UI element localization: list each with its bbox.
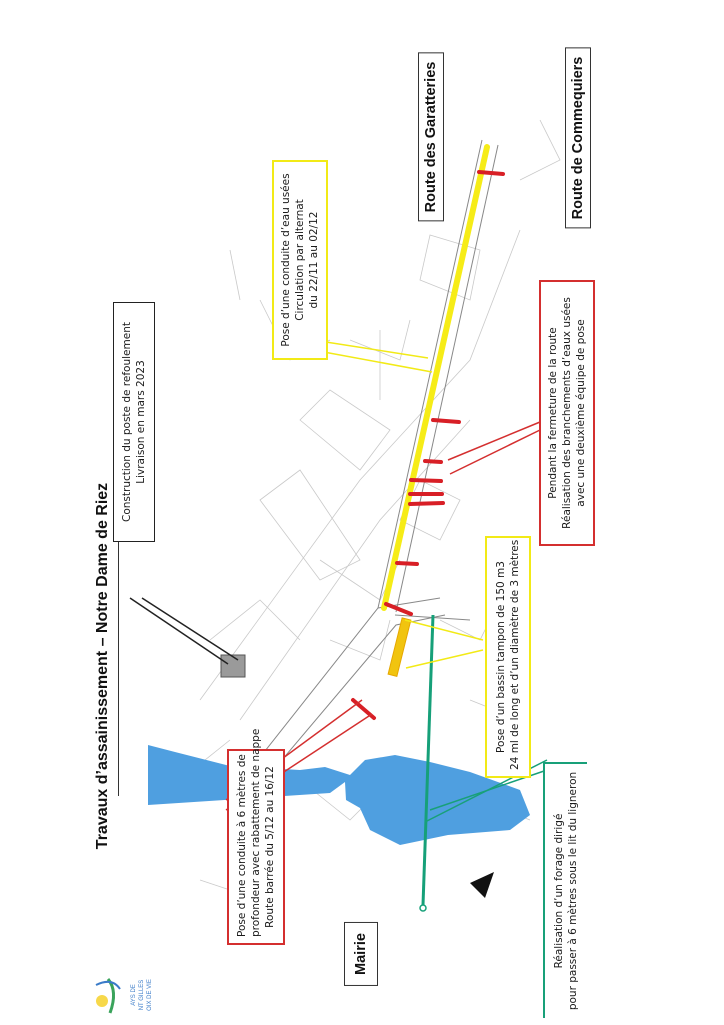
mairie-label: Mairie — [344, 922, 378, 986]
works-markers — [351, 170, 505, 720]
annotation-line: Construction du poste de refoulement — [121, 322, 133, 522]
logo-mark-icon — [95, 978, 121, 1014]
title-underline — [118, 538, 119, 796]
annotation-line: Pose d’un bassin tampon de 150 m3 — [495, 561, 507, 753]
annotation-line: profondeur avec rabattement de nappe — [250, 728, 262, 937]
logo-text-line: NT GILLES — [139, 979, 145, 1011]
works-marker — [395, 561, 419, 566]
works-marker — [408, 501, 445, 506]
annotation-line: Réalisation des branchements d’eaux usée… — [561, 297, 573, 529]
annotation-line: 24 ml de long et d’un diamètre de 3 mètr… — [509, 539, 521, 770]
logo-text-line: OIX DE VIE — [147, 979, 153, 1011]
drilling-start — [419, 904, 427, 912]
annotation-line: Route barrée du 5/12 au 16/12 — [264, 766, 276, 928]
north-arrow-icon — [470, 872, 494, 898]
drilling-line — [421, 614, 435, 906]
annotation-line: du 22/11 au 02/12 — [308, 211, 320, 309]
annotation-line: Circulation par alternat — [294, 199, 306, 321]
logo: AYS DE NT GILLES OIX DE VIE — [88, 965, 158, 1025]
works-marker — [477, 170, 505, 176]
works-marker — [423, 459, 443, 464]
annotation-pumping-station: Construction du poste de refoulement Liv… — [113, 302, 155, 542]
works-marker — [409, 478, 443, 483]
pumping-station — [220, 654, 246, 678]
page-title: Travaux d’assainissement – Notre Dame de… — [94, 482, 111, 850]
annotation-line: Réalisation d’un forage dirigé — [553, 813, 565, 969]
annotation-line: Pose d’une conduite d’eau usées — [280, 173, 292, 347]
annotation-line: Pendant la fermeture de la route — [547, 327, 559, 499]
annotation-line: Pose d’une conduite à 6 mètres de — [236, 754, 248, 937]
logo-text-line: AYS DE — [131, 984, 137, 1006]
main-pipeline — [381, 144, 490, 611]
buffer-tank — [387, 617, 412, 677]
road-label-commequiers: Route de Commequiers — [565, 47, 591, 229]
annotation-line: Livraison en mars 2023 — [135, 360, 147, 484]
annotation-directional-drilling: Réalisation d’un forage dirigé pour pass… — [543, 762, 587, 1018]
road-label-garatteries: Route des Garatteries — [418, 52, 444, 222]
annotation-road-closure: Pendant la fermeture de la route Réalisa… — [539, 280, 595, 546]
annotation-line: pour passer à 6 mètres sous le lit du li… — [567, 771, 579, 1011]
annotation-wastewater-pipe: Pose d’une conduite d’eau usées Circulat… — [272, 160, 328, 360]
works-marker — [431, 418, 461, 424]
annotation-buffer-tank: Pose d’un bassin tampon de 150 m3 24 ml … — [485, 536, 531, 778]
works-marker — [384, 602, 413, 616]
annotation-line: avec une deuxième équipe de pose — [575, 319, 587, 507]
annotation-deep-pipe: Pose d’une conduite à 6 mètres de profon… — [227, 728, 285, 945]
